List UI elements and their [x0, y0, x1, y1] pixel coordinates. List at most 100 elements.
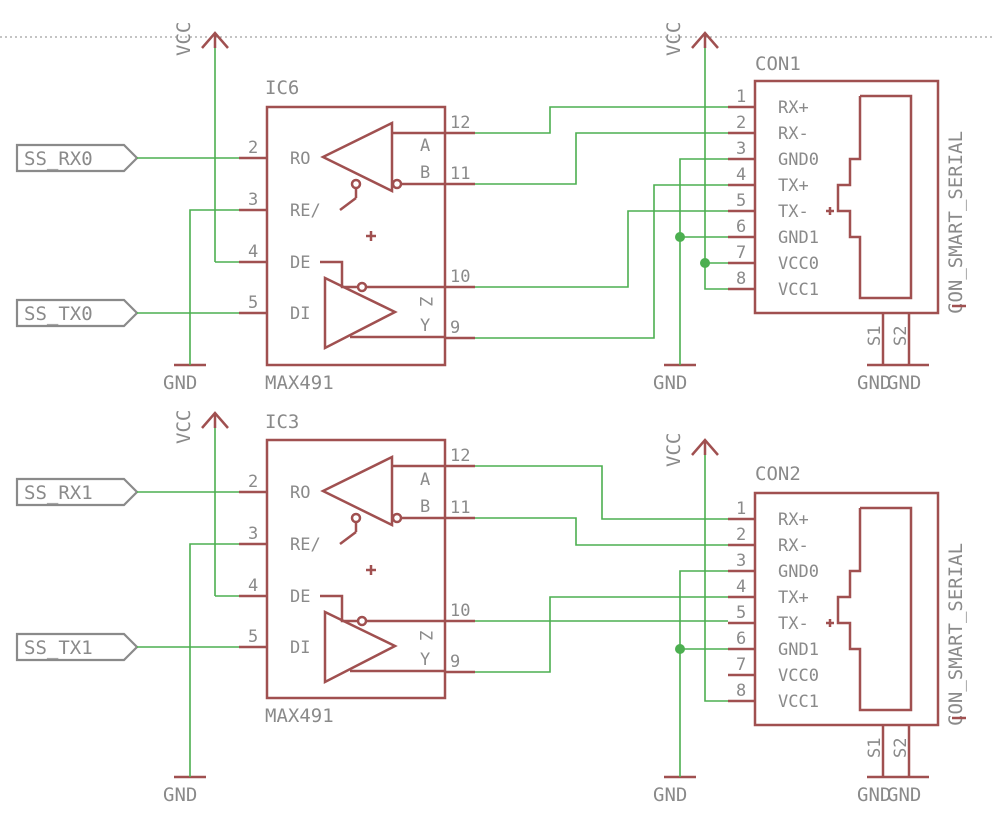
pin-name: Y [420, 650, 430, 670]
pin-num: 8 [736, 269, 746, 289]
pin-num: 4 [736, 165, 746, 185]
ic-name: IC3 [265, 411, 299, 433]
gnd-symbols-bottom: GND GND GND GND [163, 775, 929, 806]
pin-num: 6 [736, 217, 746, 237]
pin-num: 2 [736, 113, 746, 133]
ic6-symbol: IC6 MAX491 [239, 77, 475, 394]
vcc-symbol-ic3: VCC [173, 410, 229, 444]
pin-name: GND1 [778, 640, 819, 660]
pin-name: GND1 [778, 228, 819, 248]
pin-name: RE/ [290, 201, 321, 221]
gnd-label: GND [163, 372, 197, 394]
pin-num: 3 [248, 190, 258, 210]
pin-name: RE/ [290, 535, 321, 555]
pin-name: A [420, 470, 430, 490]
pin-num: 2 [736, 525, 746, 545]
pin-num: 3 [248, 524, 258, 544]
port-label: SS_TX1 [24, 637, 93, 659]
gnd-label: GND [887, 784, 921, 806]
pin-name: GND0 [778, 150, 819, 170]
port-ss-tx1: SS_TX1 [15, 632, 139, 662]
pin-num: 5 [248, 627, 258, 647]
pin-name: RO [290, 483, 310, 503]
vcc-symbol-ic6: VCC [173, 22, 229, 56]
pin-name: RX+ [778, 510, 809, 530]
wires-bottom [137, 428, 728, 777]
pin-num: 11 [450, 164, 470, 184]
con-part: CON_SMART_SERIAL [945, 543, 967, 726]
pin-num: 10 [450, 267, 470, 287]
con-name: CON2 [755, 463, 801, 485]
pin-name: B [420, 497, 430, 517]
gnd-label: GND [163, 784, 197, 806]
pin-num: 2 [248, 138, 258, 158]
pin-name: TX- [778, 614, 809, 634]
pin-name: DI [290, 638, 310, 658]
pin-name: DE [290, 587, 310, 607]
bottom-circuit: VCC VCC IC3 MAX491 [15, 410, 967, 806]
port-label: SS_TX0 [24, 303, 93, 325]
pin-name: VCC0 [778, 666, 819, 686]
pin-num: 8 [736, 681, 746, 701]
pin-name: RO [290, 149, 310, 169]
pin-name: Y [420, 316, 430, 336]
pin-name: A [420, 136, 430, 156]
pin-num: 6 [736, 629, 746, 649]
ic-part: MAX491 [265, 705, 334, 727]
vcc-label: VCC [663, 433, 685, 467]
pin-num: 10 [450, 601, 470, 621]
pin-name: VCC1 [778, 280, 819, 300]
pin-num: 4 [736, 577, 746, 597]
pin-num: 1 [736, 87, 746, 107]
pin-num: 4 [248, 242, 258, 262]
port-label: SS_RX1 [24, 482, 93, 504]
port-label: SS_RX0 [24, 148, 93, 170]
vcc-symbol-con2: VCC [663, 433, 719, 467]
top-circuit: VCC VCC IC6 MAX491 [15, 22, 967, 394]
pin-num: 1 [736, 499, 746, 519]
pin-num: 2 [248, 472, 258, 492]
pin-num: 11 [450, 498, 470, 518]
pin-num: 5 [736, 603, 746, 623]
shield-label: S2 [891, 326, 911, 346]
vcc-label: VCC [663, 22, 685, 56]
pin-num: 7 [736, 243, 746, 263]
pin-name: GND0 [778, 562, 819, 582]
pin-name: RX- [778, 536, 809, 556]
con2-symbol: S1 S2 CON2 CON_SMART_SERIAL 1 RX+ 2 RX- … [728, 463, 967, 777]
pin-name: TX+ [778, 588, 809, 608]
gnd-label: GND [653, 372, 687, 394]
pin-num: 4 [248, 576, 258, 596]
pin-num: 9 [450, 652, 460, 672]
port-ss-rx1: SS_RX1 [15, 477, 139, 507]
gnd-label: GND [857, 372, 891, 394]
vcc-label: VCC [173, 22, 195, 56]
pin-num: 5 [736, 191, 746, 211]
pin-num: 12 [450, 446, 470, 466]
gnd-label: GND [653, 784, 687, 806]
ic-name: IC6 [265, 77, 299, 99]
pin-num: 9 [450, 318, 460, 338]
port-ss-tx0: SS_TX0 [15, 298, 139, 328]
pin-num: 5 [248, 293, 258, 313]
ic3-symbol: IC3 MAX491 2 RO 3 [239, 411, 475, 727]
con1-symbol: S1 S2 CON1 CON_SMART_SERIAL 1 RX+ 2 RX- … [728, 53, 967, 365]
gnd-symbols-top: GND GND GND GND [163, 363, 929, 394]
pin-name: Z [415, 296, 435, 306]
pin-name: B [420, 163, 430, 183]
pin-num: 3 [736, 139, 746, 159]
con-name: CON1 [755, 53, 801, 75]
pin-name: VCC0 [778, 254, 819, 274]
pin-name: DI [290, 304, 310, 324]
gnd-label: GND [857, 784, 891, 806]
pin-name: RX- [778, 124, 809, 144]
pin-name: RX+ [778, 98, 809, 118]
pin-num: 3 [736, 551, 746, 571]
wires-top [137, 48, 728, 365]
gnd-label: GND [887, 372, 921, 394]
pin-num: 7 [736, 655, 746, 675]
shield-label: S1 [865, 326, 885, 346]
shield-label: S2 [891, 738, 911, 758]
